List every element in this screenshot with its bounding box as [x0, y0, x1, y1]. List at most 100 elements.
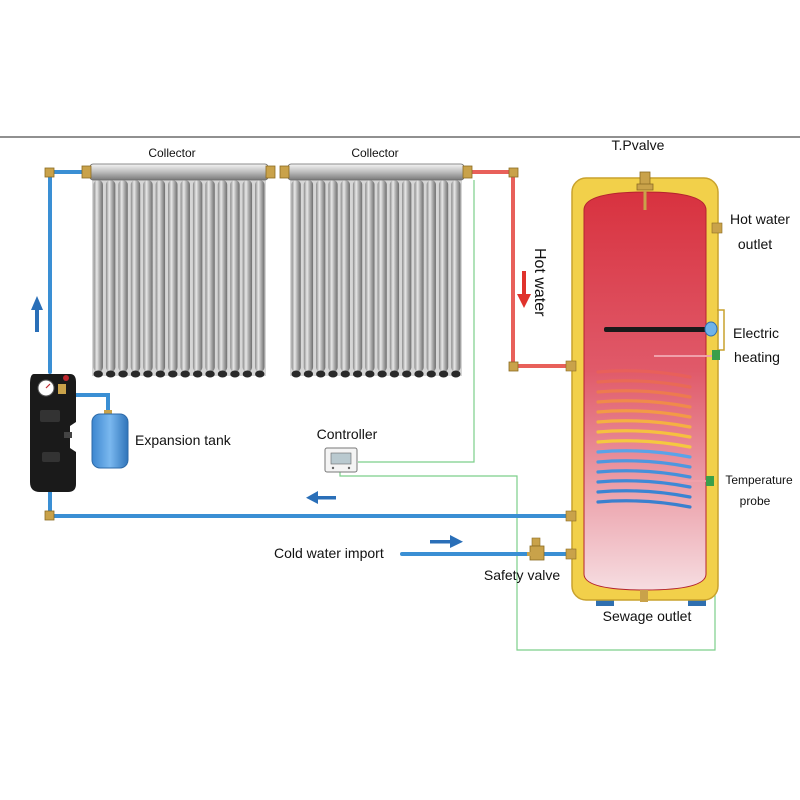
vacuum-tube [217, 180, 228, 372]
vacuum-tube [192, 180, 203, 372]
tube-end-cap [377, 370, 387, 378]
collector-left-label: Collector [148, 146, 195, 160]
coil-loop [596, 479, 692, 489]
tube-end-cap [389, 370, 400, 378]
pump-station-icon [30, 374, 76, 492]
tube-end-cap [365, 370, 375, 378]
tube-end-cap [118, 370, 128, 378]
vacuum-tube [255, 180, 265, 372]
vacuum-tube [168, 180, 178, 372]
coil-loop [596, 369, 692, 379]
electric-heating-label-1: Electric [733, 325, 779, 341]
tube-end-cap [93, 370, 103, 378]
coil-loop [596, 379, 692, 389]
tube-end-cap [130, 370, 141, 378]
vacuum-tube [316, 180, 326, 372]
vacuum-tube [365, 180, 375, 372]
cold-water-import-label: Cold water import [274, 545, 384, 561]
vacuum-tube [402, 180, 412, 372]
vacuum-tube [180, 180, 190, 372]
hot-water-flow-label: Hot water [531, 248, 548, 317]
vacuum-tube [352, 180, 363, 372]
coil-loop [596, 469, 692, 479]
coil-loop [596, 399, 692, 409]
electric-heating-label-2: heating [734, 349, 780, 365]
coil-loop [596, 409, 692, 419]
tube-end-cap [291, 370, 301, 378]
coil-loop [596, 489, 692, 499]
vacuum-tube [105, 180, 116, 372]
coil-loop [596, 449, 692, 459]
vacuum-tube [438, 180, 449, 372]
tube-end-cap [438, 370, 449, 378]
electric-heater-rod [604, 327, 706, 332]
tube-end-cap [155, 370, 166, 378]
tube-end-cap [105, 370, 116, 378]
hot-water-outlet-label-1: Hot water [730, 211, 790, 227]
flow-arrow-left [306, 491, 336, 504]
collector-header [287, 163, 465, 181]
coil-loop [596, 419, 692, 429]
heater-connector [704, 321, 718, 337]
collector-left [89, 163, 269, 378]
sewage-outlet-label: Sewage outlet [603, 608, 692, 624]
collector-frame [92, 178, 266, 376]
safety-valve-icon [527, 537, 545, 561]
vacuum-tube [340, 180, 350, 372]
vacuum-tube [143, 180, 153, 372]
vacuum-tube [328, 180, 338, 372]
collector-header [89, 163, 269, 181]
tube-end-cap [340, 370, 350, 378]
expansion-tank-icon [91, 410, 129, 469]
vacuum-tube [426, 180, 436, 372]
tube-end-cap [180, 370, 190, 378]
tube-end-cap [402, 370, 412, 378]
flow-arrow-right [430, 535, 463, 548]
vacuum-tube [303, 180, 314, 372]
coil-loop [596, 389, 692, 399]
coil-loop [596, 439, 692, 449]
coil-loop [596, 459, 692, 469]
sewage-spigot [640, 590, 648, 602]
flow-arrow-up [31, 296, 43, 332]
flow-arrow-down-hot [517, 271, 531, 308]
temperature-probe-sensor [706, 476, 714, 486]
temperature-probe-sensor-upper [712, 350, 720, 360]
collector-frame [290, 178, 462, 376]
vacuum-tube [155, 180, 166, 372]
header-fittings [44, 165, 519, 521]
expansion-tank-label: Expansion tank [135, 432, 232, 448]
temperature-probe-label-1: Temperature [725, 473, 793, 487]
tube-end-cap [316, 370, 326, 378]
tube-end-cap [255, 370, 265, 378]
collector-right-label: Collector [351, 146, 398, 160]
safety-valve-label: Safety valve [484, 567, 560, 583]
tube-end-cap [230, 370, 240, 378]
controller-icon [324, 447, 358, 473]
tube-end-cap [414, 370, 424, 378]
vacuum-tube [93, 180, 103, 372]
tube-end-cap [168, 370, 178, 378]
vacuum-tube [230, 180, 240, 372]
tube-end-cap [328, 370, 338, 378]
tube-end-cap [352, 370, 363, 378]
vacuum-tube [291, 180, 301, 372]
coil-loop [596, 499, 692, 509]
hot-water-outlet-label-2: outlet [738, 236, 772, 252]
temperature-probe-label-2: probe [740, 494, 771, 508]
vacuum-tube [205, 180, 215, 372]
vacuum-tube [118, 180, 128, 372]
tube-end-cap [143, 370, 153, 378]
collector-right [287, 163, 465, 378]
tube-end-cap [205, 370, 215, 378]
tube-end-cap [242, 370, 253, 378]
tube-end-cap [192, 370, 203, 378]
vacuum-tube [414, 180, 424, 372]
storage-tank [565, 171, 725, 606]
vacuum-tube [451, 180, 461, 372]
vacuum-tube [377, 180, 387, 372]
tp-valve-label: T.Pvalve [612, 137, 665, 153]
vacuum-tube [242, 180, 253, 372]
vacuum-tube [389, 180, 400, 372]
